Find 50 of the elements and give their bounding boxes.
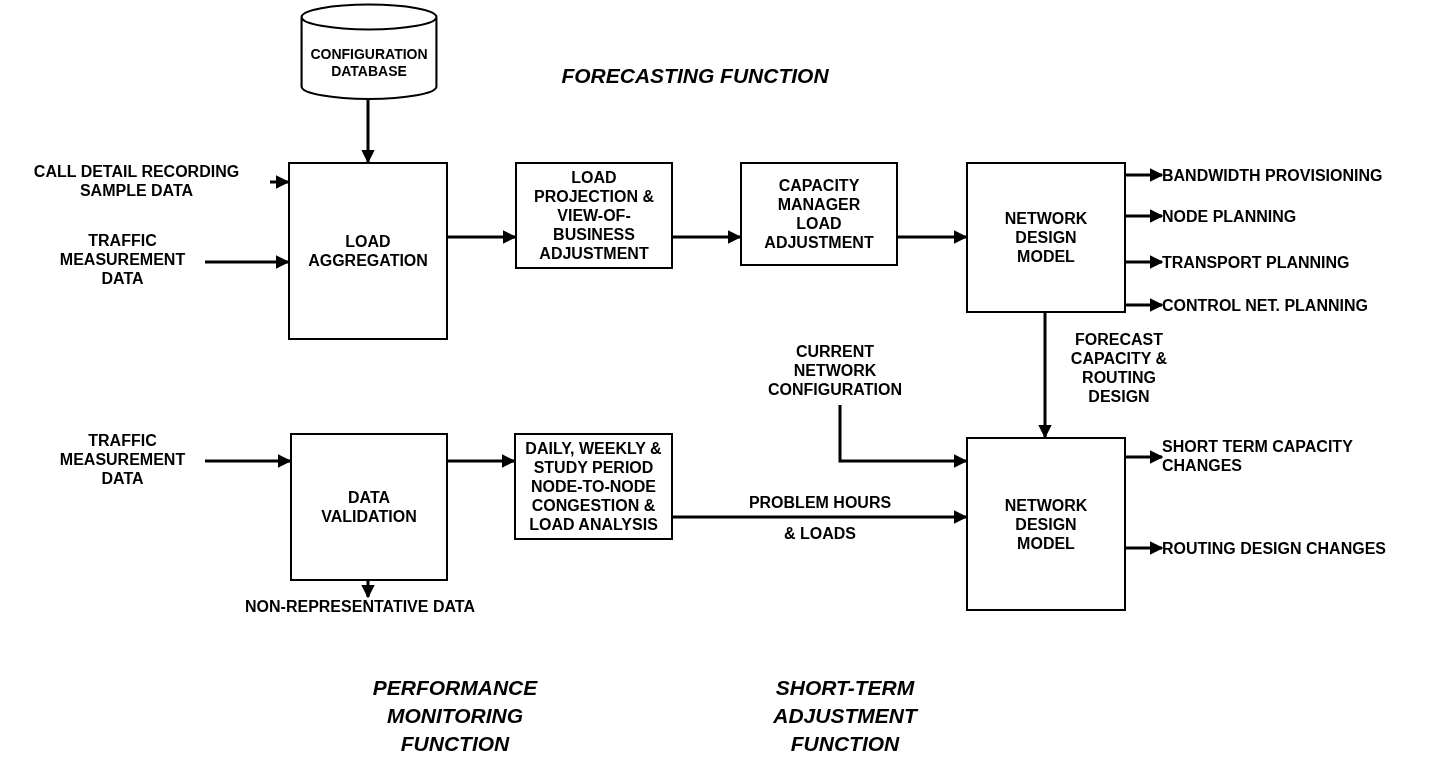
output-label: NODE PLANNING: [1162, 207, 1297, 226]
arrow: [1126, 209, 1164, 223]
box-label: LOAD AGGREGATION: [307, 232, 429, 270]
process-box: [966, 437, 1126, 611]
input-label: TRAFFIC MEASUREMENT DATA: [40, 231, 205, 288]
output-label: TRANSPORT PLANNING: [1162, 253, 1350, 272]
box-label: NETWORK DESIGN MODEL: [1003, 209, 1089, 266]
arrow: [361, 98, 375, 164]
process-box: [290, 433, 448, 581]
arrow: [838, 405, 968, 468]
box-label: CAPACITY MANAGER LOAD ADJUSTMENT: [764, 176, 874, 252]
input-label: TRAFFIC MEASUREMENT DATA: [40, 431, 205, 488]
process-box: [288, 162, 448, 340]
arrow: [898, 230, 968, 244]
output-label: ROUTING DESIGN CHANGES: [1162, 539, 1386, 558]
database-cylinder: [300, 3, 438, 100]
arrow: [673, 510, 968, 524]
process-box: [515, 162, 673, 269]
output-label: SHORT TERM CAPACITY CHANGES: [1162, 437, 1392, 475]
arrow: [448, 454, 516, 468]
output-label: CONTROL NET. PLANNING: [1162, 296, 1368, 315]
input-label: CALL DETAIL RECORDING SAMPLE DATA: [3, 162, 270, 200]
box-label: NETWORK DESIGN MODEL: [1003, 495, 1089, 553]
edge-label: FORECAST CAPACITY & ROUTING DESIGN: [1069, 330, 1169, 406]
edge-label: PROBLEM HOURS & LOADS: [747, 493, 893, 544]
box-label: DAILY, WEEKLY & STUDY PERIOD NODE-TO-NODE CONGESTION & LOAD ANALYSIS: [524, 439, 663, 534]
arrow: [1126, 541, 1164, 555]
process-box: [740, 162, 898, 266]
box-label: DATA VALIDATION: [320, 488, 418, 526]
arrow: [1126, 255, 1164, 269]
function-heading: FORECASTING FUNCTION: [560, 63, 830, 89]
function-heading: PERFORMANCE MONITORING FUNCTION: [371, 675, 539, 757]
box-label: LOAD PROJECTION & VIEW-OF-BUSINESS ADJUSTMENT: [533, 168, 655, 263]
process-box: [966, 162, 1126, 313]
arrow: [205, 454, 292, 468]
arrow: [1038, 311, 1052, 439]
arrow: [1126, 298, 1164, 312]
arrow: [205, 255, 290, 269]
arrow: [673, 230, 742, 244]
output-label: BANDWIDTH PROVISIONING: [1162, 166, 1383, 185]
arrow: [270, 175, 290, 189]
box-label: CONFIGURATION DATABASE: [309, 45, 429, 80]
process-box: [514, 433, 673, 540]
arrow: [448, 230, 517, 244]
output-label: NON-REPRESENTATIVE DATA: [245, 597, 475, 616]
arrow: [1126, 450, 1164, 464]
arrow: [1126, 168, 1164, 182]
function-heading: SHORT-TERM ADJUSTMENT FUNCTION: [772, 675, 920, 757]
input-label: CURRENT NETWORK CONFIGURATION: [760, 342, 910, 399]
arrow: [361, 579, 375, 599]
